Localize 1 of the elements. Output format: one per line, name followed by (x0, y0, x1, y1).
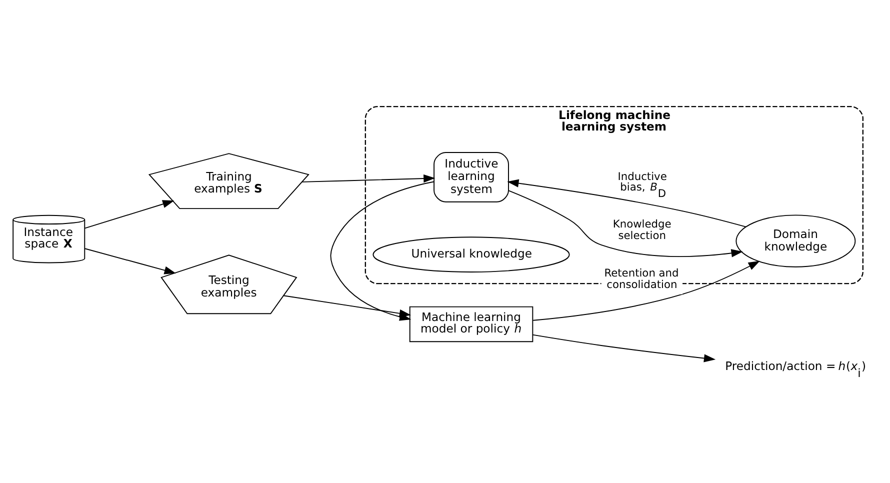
edge-label: Knowledge selection (612, 216, 672, 242)
